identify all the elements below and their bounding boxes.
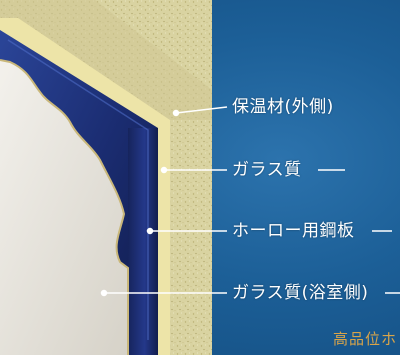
insulation-top-edge <box>0 0 212 120</box>
leader-glass-outer-dot <box>160 166 168 174</box>
leader-insulation <box>175 106 228 114</box>
leader-lines <box>100 106 400 297</box>
tagline-text: 高品位ホ <box>333 330 398 348</box>
inner-glass-edge <box>0 59 129 355</box>
leader-glass-inner-dot <box>100 289 108 297</box>
label-insulation: 保温材(外側) <box>232 97 334 117</box>
label-enamel-steel: ホーロー用鋼板 <box>232 221 355 241</box>
leader-insulation-dot <box>172 109 180 117</box>
label-glass-outer: ガラス質 <box>232 160 302 180</box>
label-glass-inner: ガラス質(浴室側) <box>232 283 369 303</box>
leader-enamel-steel-dot <box>146 227 154 235</box>
steel-highlight <box>7 39 149 340</box>
inner-glass-surface <box>0 60 128 355</box>
enamel-steel-edge <box>128 128 158 355</box>
outer-glass-layer <box>0 18 170 355</box>
